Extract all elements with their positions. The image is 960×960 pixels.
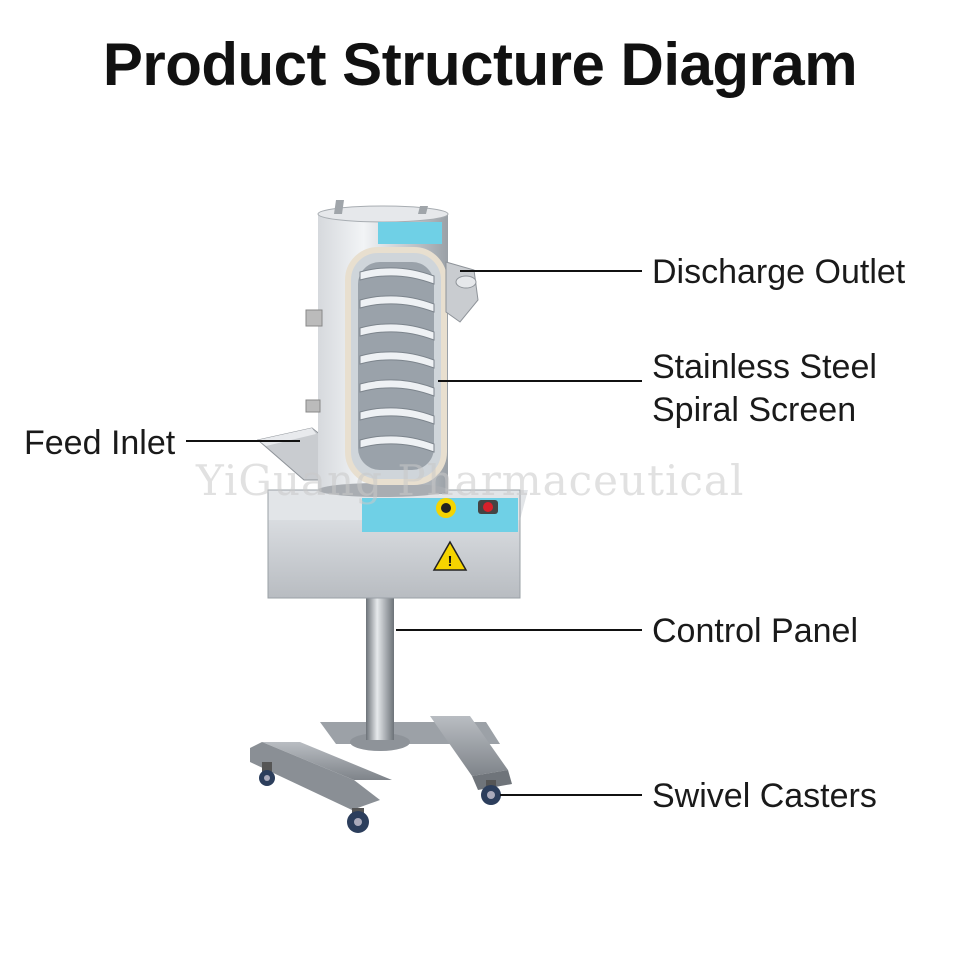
- label-spiral-screen-line1: Stainless Steel: [652, 348, 877, 386]
- caster-rear-left: [259, 762, 275, 786]
- spiral-screen-window: [345, 247, 447, 485]
- label-spiral-screen-line2: Spiral Screen: [652, 391, 857, 429]
- caster-front-left: [347, 808, 369, 833]
- control-knob: [436, 498, 456, 518]
- discharge-outlet-spout: [445, 261, 479, 323]
- page-title: Product Structure Diagram: [102, 31, 858, 98]
- spiral-coils: [359, 267, 435, 453]
- leader-lines: [186, 270, 642, 796]
- label-control-panel: Control Panel: [652, 612, 859, 650]
- support-pole: [350, 590, 410, 751]
- label-swivel-casters: Swivel Casters: [652, 777, 877, 815]
- label-discharge-outlet: Discharge Outlet: [652, 253, 906, 291]
- caster-right: [481, 780, 501, 805]
- control-box: !: [267, 489, 528, 599]
- label-feed-inlet: Feed Inlet: [24, 424, 176, 462]
- warning-triangle-icon: !: [432, 540, 468, 571]
- watermark-text: YiGuang Pharmaceutical: [196, 456, 745, 505]
- swivel-casters: [259, 762, 501, 833]
- red-button: [478, 500, 498, 514]
- svg-text:!: !: [448, 553, 453, 570]
